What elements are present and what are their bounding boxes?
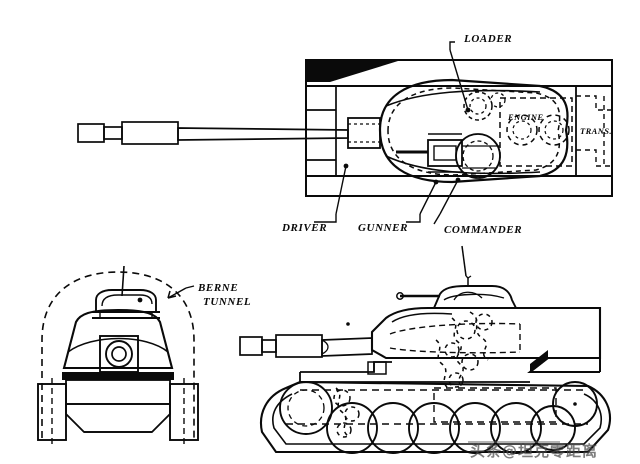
plan-turret-crease-top bbox=[385, 89, 541, 107]
plan-sponson-lines bbox=[306, 86, 337, 176]
front-track-right bbox=[169, 378, 199, 446]
label-engine: ENGINE bbox=[507, 112, 543, 122]
front-turret bbox=[62, 308, 174, 370]
plan-turret-ring bbox=[387, 87, 561, 176]
label-berne-tunnel-line2: TUNNEL bbox=[203, 296, 251, 308]
road-wheel bbox=[490, 402, 542, 454]
front-cupola bbox=[92, 289, 160, 319]
watermark-text: 头条@坦克零距离 bbox=[470, 442, 598, 460]
plan-leader-commander bbox=[433, 177, 461, 225]
front-antenna bbox=[121, 265, 125, 297]
road-wheel bbox=[326, 402, 378, 454]
side-detail-speck bbox=[346, 322, 350, 326]
plan-view bbox=[77, 41, 613, 225]
front-mantlet bbox=[99, 335, 139, 373]
plan-transmission-bay bbox=[575, 85, 613, 177]
road-wheel bbox=[367, 402, 419, 454]
side-sponson-box bbox=[433, 387, 557, 423]
label-berne-tunnel-line1: BERNE bbox=[197, 282, 238, 294]
plan-fender-wedge bbox=[307, 61, 398, 82]
plan-leader-gunner bbox=[406, 179, 439, 223]
plan-mantlet bbox=[347, 117, 381, 149]
road-wheel bbox=[449, 402, 501, 454]
plan-loader-hatch bbox=[463, 91, 506, 121]
side-cupola bbox=[396, 245, 518, 309]
side-road-wheels bbox=[326, 402, 576, 454]
plan-engine-bay bbox=[499, 97, 573, 167]
side-turret bbox=[370, 306, 602, 373]
side-antenna bbox=[461, 245, 467, 277]
label-transmission: TRANS. bbox=[580, 126, 612, 136]
plan-turret-outline bbox=[378, 78, 569, 184]
plan-breech-assembly bbox=[396, 133, 501, 179]
side-crew-compartment-scribble bbox=[435, 311, 493, 389]
label-loader: LOADER bbox=[463, 33, 512, 45]
side-view bbox=[239, 245, 611, 454]
plan-leader-loader bbox=[449, 41, 471, 113]
road-wheel bbox=[530, 405, 576, 451]
label-gunner: GUNNER bbox=[358, 222, 408, 234]
road-wheel bbox=[408, 402, 460, 454]
front-view bbox=[37, 265, 199, 446]
label-commander: COMMANDER bbox=[444, 224, 522, 236]
watermark: 头条@坦克零距离 bbox=[468, 441, 598, 460]
label-driver: DRIVER bbox=[281, 222, 327, 234]
plan-leader-driver bbox=[314, 163, 349, 223]
side-gun-barrel bbox=[239, 334, 373, 358]
side-front-hull-scribble bbox=[333, 387, 360, 438]
plan-hull-outline bbox=[305, 59, 613, 197]
front-track-left bbox=[37, 378, 67, 446]
front-leader-berne-tunnel bbox=[167, 285, 195, 299]
side-idler-wheel bbox=[279, 381, 333, 435]
side-track-frame bbox=[260, 380, 611, 454]
